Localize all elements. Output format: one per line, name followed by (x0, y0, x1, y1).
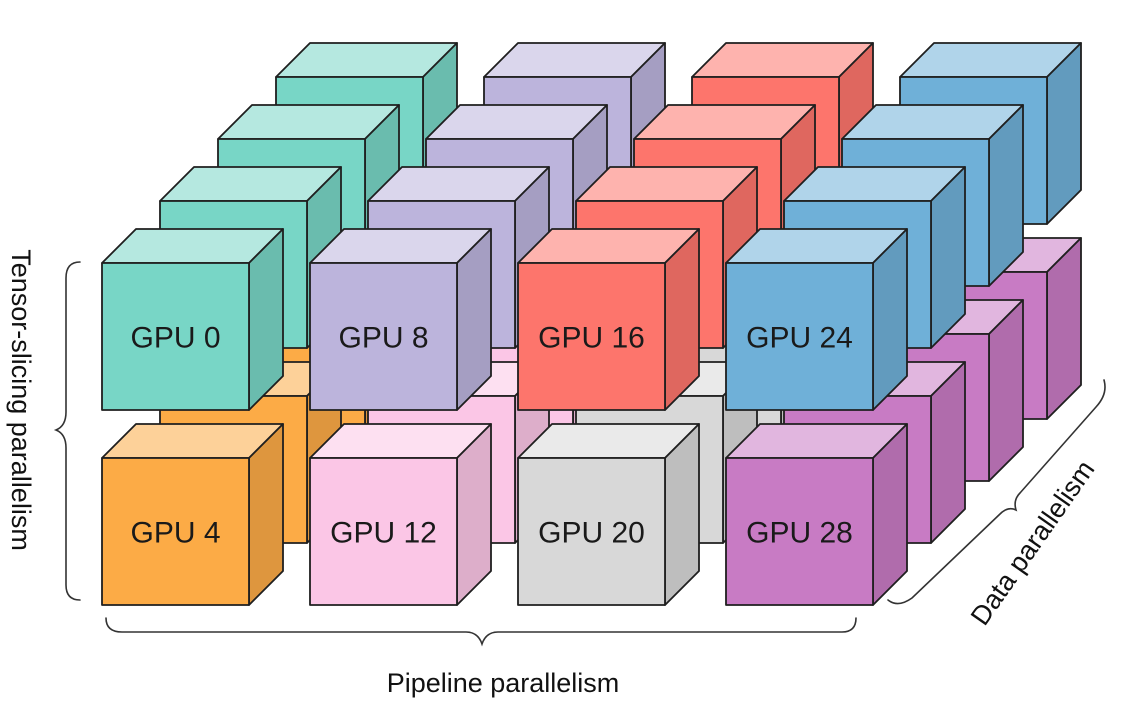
gpu-cube-grid: GPU 24 GPU 16 GPU 8 GPU 0 GPU 28 GPU 20 GPU 12… (101, 42, 1082, 606)
gpu-cube-gpu-16: GPU 16 (517, 228, 700, 411)
gpu-cube-gpu-28: GPU 28 (725, 423, 908, 606)
gpu-label: GPU 16 (538, 322, 645, 355)
cube-front-face (517, 262, 666, 411)
gpu-cube-gpu-8: GPU 8 (309, 228, 492, 411)
gpu-label: GPU 24 (746, 322, 853, 355)
cube-front-face (725, 457, 874, 606)
cube-front-face (309, 457, 458, 606)
tensor-slicing-label: Tensor-slicing parallelism (6, 249, 36, 551)
cube-front-face (517, 457, 666, 606)
gpu-cube-gpu-12: GPU 12 (309, 423, 492, 606)
gpu-label: GPU 12 (330, 517, 437, 550)
gpu-label: GPU 20 (538, 517, 645, 550)
gpu-label: GPU 0 (130, 322, 220, 355)
cube-front-face (309, 262, 458, 411)
gpu-label: GPU 8 (338, 322, 428, 355)
cube-front-face (101, 457, 250, 606)
data-parallelism-brace (887, 379, 1106, 605)
gpu-cube-gpu-20: GPU 20 (517, 423, 700, 606)
cube-front-face (101, 262, 250, 411)
gpu-cube-gpu-0: GPU 0 (101, 228, 284, 411)
gpu-cube-gpu-4: GPU 4 (101, 423, 284, 606)
gpu-label: GPU 4 (130, 517, 220, 550)
tensor-slicing-brace (53, 261, 81, 601)
pipeline-brace (105, 617, 857, 647)
cube-front-face (725, 262, 874, 411)
gpu-label: GPU 28 (746, 517, 853, 550)
pipeline-label: Pipeline parallelism (387, 668, 620, 698)
gpu-cube-gpu-24: GPU 24 (725, 228, 908, 411)
